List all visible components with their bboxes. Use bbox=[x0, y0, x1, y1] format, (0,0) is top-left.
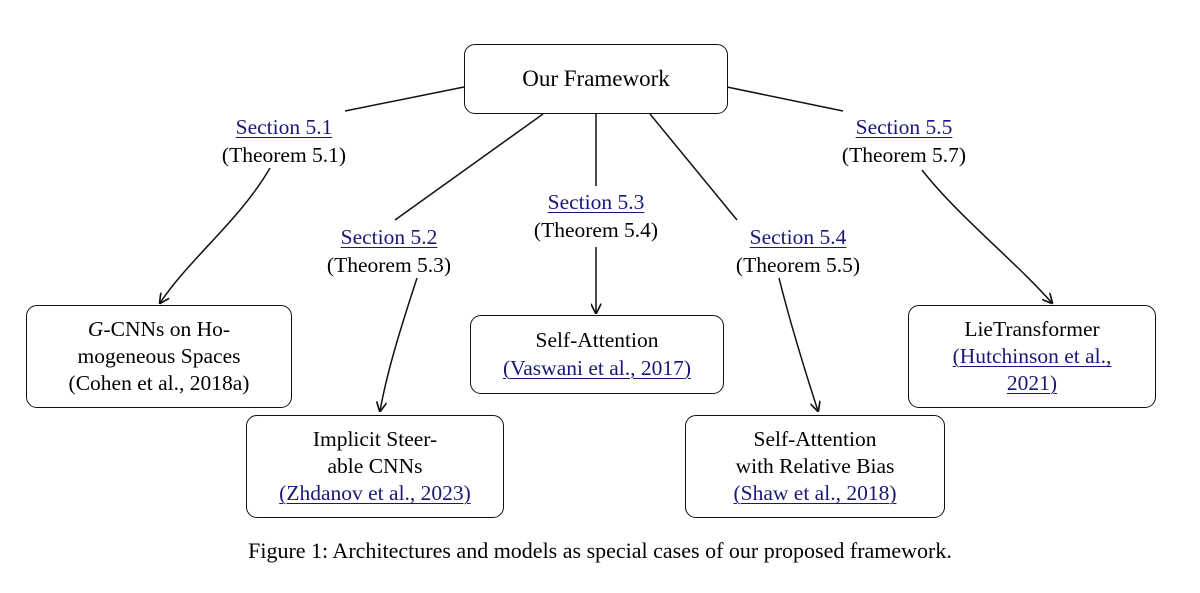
theorem-label-5-5: (Theorem 5.7) bbox=[841, 142, 967, 167]
node-implicit-steerable-line-1: Implicit Steer- bbox=[312, 426, 438, 451]
arrow-section-5-2-to-implicit-steerable-cnns bbox=[380, 277, 418, 411]
edge-label-section-5-1[interactable]: Section 5.1 (Theorem 5.1) bbox=[208, 114, 360, 170]
node-self-attention-line-1: Self-Attention bbox=[535, 328, 659, 353]
node-g-cnns-citation: (Cohen et al., 2018a) bbox=[68, 371, 250, 396]
citation-link-vaswani-2017[interactable]: (Vaswani et al., 2017) bbox=[502, 355, 692, 380]
arrow-section-5-1-to-g-cnns bbox=[160, 167, 271, 303]
node-self-attention-with-relative-bias[interactable]: Self-Attention with Relative Bias (Shaw … bbox=[685, 415, 945, 518]
node-g-cnns-line-1: G-CNNs on Ho- bbox=[88, 316, 230, 343]
node-g-cnns-italic-g: G bbox=[87, 316, 104, 341]
theorem-label-5-3: (Theorem 5.4) bbox=[533, 217, 659, 242]
node-self-attention-rb-line-1: Self-Attention bbox=[753, 426, 877, 451]
edge-label-section-5-5[interactable]: Section 5.5 (Theorem 5.7) bbox=[828, 114, 980, 170]
figure-caption: Figure 1: Architectures and models as sp… bbox=[248, 538, 952, 563]
edge-label-section-5-4[interactable]: Section 5.4 (Theorem 5.5) bbox=[722, 224, 874, 280]
edge-label-section-5-2[interactable]: Section 5.2 (Theorem 5.3) bbox=[313, 224, 465, 280]
arrow-section-5-4-to-self-attention-relative-bias bbox=[778, 277, 818, 411]
section-link-5-1[interactable]: Section 5.1 bbox=[235, 115, 333, 139]
citation-link-shaw-2018[interactable]: (Shaw et al., 2018) bbox=[733, 481, 897, 506]
node-implicit-steerable-cnns[interactable]: Implicit Steer- able CNNs (Zhdanov et al… bbox=[246, 415, 504, 518]
section-link-5-4[interactable]: Section 5.4 bbox=[749, 225, 847, 249]
section-link-5-5[interactable]: Section 5.5 bbox=[855, 115, 953, 139]
citation-link-hutchinson-2021-line-1[interactable]: (Hutchinson et al., bbox=[952, 343, 1112, 368]
node-implicit-steerable-line-2: able CNNs bbox=[327, 453, 423, 478]
arrow-section-5-5-to-lietransformer bbox=[921, 169, 1052, 303]
edge-label-section-5-3[interactable]: Section 5.3 (Theorem 5.4) bbox=[520, 189, 672, 245]
node-self-attention-rb-line-2: with Relative Bias bbox=[735, 453, 895, 478]
node-our-framework-label: Our Framework bbox=[522, 65, 670, 91]
node-g-cnns-line-1-rest: -CNNs on Ho- bbox=[103, 316, 231, 341]
node-g-cnns-line-2: mogeneous Spaces bbox=[77, 343, 241, 368]
theorem-label-5-4: (Theorem 5.5) bbox=[735, 252, 861, 277]
citation-link-zhdanov-2023[interactable]: (Zhdanov et al., 2023) bbox=[279, 481, 471, 506]
section-link-5-2[interactable]: Section 5.2 bbox=[340, 225, 438, 249]
citation-link-hutchinson-2021-line-2[interactable]: 2021) bbox=[1006, 371, 1058, 396]
connector-root-to-section-5-5 bbox=[726, 86, 844, 112]
theorem-label-5-1: (Theorem 5.1) bbox=[221, 142, 347, 167]
node-lietransformer[interactable]: LieTransformer (Hutchinson et al., 2021) bbox=[908, 305, 1156, 408]
theorem-label-5-2: (Theorem 5.3) bbox=[326, 252, 452, 277]
node-g-cnns-on-homogeneous-spaces[interactable]: G-CNNs on Ho- mogeneous Spaces (Cohen et… bbox=[26, 305, 292, 408]
section-link-5-3[interactable]: Section 5.3 bbox=[547, 190, 645, 214]
node-self-attention[interactable]: Self-Attention (Vaswani et al., 2017) bbox=[470, 315, 724, 394]
node-lietransformer-line-1: LieTransformer bbox=[964, 316, 1100, 341]
node-our-framework[interactable]: Our Framework bbox=[464, 44, 728, 114]
connector-root-to-section-5-1 bbox=[344, 86, 465, 112]
